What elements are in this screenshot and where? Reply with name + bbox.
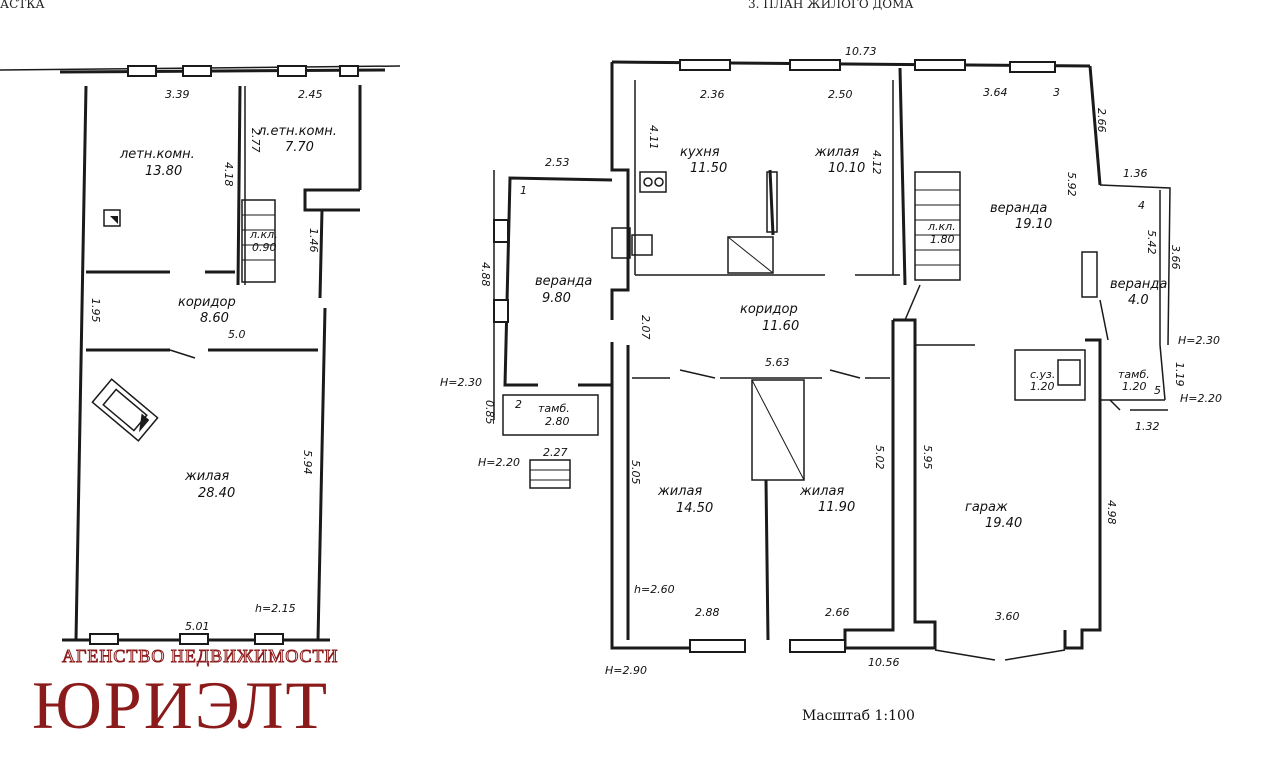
room-name: с.уз. [1030, 368, 1055, 381]
scale-label: Масштаб 1:100 [802, 708, 915, 724]
dimension-label: 5.42 [1145, 230, 1158, 255]
dimension-label: 10.73 [845, 45, 877, 58]
room-area: 28.40 [198, 486, 235, 501]
dimension-label: 2.36 [700, 88, 725, 101]
room-area: 19.10 [1015, 217, 1052, 232]
room-area: 11.50 [690, 161, 727, 176]
dimension-label: 4.88 [479, 262, 492, 287]
room-name: веранда [990, 201, 1047, 216]
dimension-label: 2.66 [825, 606, 850, 619]
dimension-label: 1 [520, 184, 527, 197]
room-name: жилая [657, 484, 702, 499]
room-area: 7.70 [285, 140, 314, 155]
dimension-label: 5.63 [765, 356, 790, 369]
dimension-label: 5.01 [185, 620, 210, 633]
dimension-label: 5 [1154, 384, 1161, 397]
dimension-label: 2.88 [695, 606, 720, 619]
dimension-label: 2.45 [298, 88, 323, 101]
dimension-label: h=2.60 [634, 583, 675, 596]
room-name: коридор [178, 295, 236, 310]
room-area: 1.80 [930, 233, 955, 246]
dimension-label: H=2.90 [605, 664, 647, 677]
dimension-label: 2.66 [1095, 108, 1108, 133]
room-name: веранда [1110, 277, 1167, 292]
dimension-label: 5.94 [301, 450, 314, 475]
room-name: кухня [680, 145, 720, 160]
brand-watermark: АГЕНСТВО НЕДВИЖИМОСТИ ЮРИЭЛТ [32, 646, 339, 744]
dimension-label: 1.32 [1135, 420, 1160, 433]
dimension-label: 5.95 [921, 445, 934, 470]
dimension-label: 2.27 [543, 446, 568, 459]
dimension-label: 3.66 [1169, 245, 1182, 270]
dimension-label: 5.0 [228, 328, 246, 341]
dimension-label: 5.05 [629, 460, 642, 485]
room-area: 2.80 [545, 415, 570, 428]
room-name: коридор [740, 302, 798, 317]
dimension-label: 0.85 [483, 400, 496, 425]
room-labels: летн.комн. 13.80 л.етн.комн. 7.70 л.кл. … [119, 124, 1167, 531]
room-area: 1.20 [1030, 380, 1055, 393]
dimension-label: H=2.30 [1178, 334, 1220, 347]
dimension-label: 5.92 [1065, 172, 1078, 197]
room-area: 9.80 [542, 291, 571, 306]
dimension-label: 1.36 [1123, 167, 1148, 180]
room-area: 0.90 [252, 241, 277, 254]
brand-subtitle: АГЕНСТВО НЕДВИЖИМОСТИ [62, 646, 339, 666]
right-plan [493, 59, 1171, 661]
room-name: жилая [184, 469, 229, 484]
dimension-label: 1.19 [1173, 362, 1186, 387]
room-name: жилая [814, 145, 859, 160]
brand-name: ЮРИЭЛТ [32, 667, 329, 743]
dimension-label: 2.53 [545, 156, 570, 169]
room-area: 10.10 [828, 161, 865, 176]
plan-title: 3. ПЛАН ЖИЛОГО ДОМА [748, 0, 913, 11]
dimension-label: 3.39 [165, 88, 190, 101]
room-name: тамб. [538, 402, 570, 415]
dimension-label: 3.60 [995, 610, 1020, 623]
dimension-label: h=2.15 [255, 602, 296, 615]
dimension-label: 10.56 [868, 656, 900, 669]
room-name: веранда [535, 274, 592, 289]
dimension-label: 2 [515, 398, 522, 411]
dimension-label: H=2.20 [1180, 392, 1222, 405]
dimension-label: 2.77 [249, 128, 262, 153]
room-name: л.етн.комн. [257, 124, 337, 139]
dimension-label: 1.95 [89, 298, 102, 323]
dimension-label: 5.02 [873, 445, 886, 470]
dimension-label: 3 [1053, 86, 1060, 99]
room-area: 11.60 [762, 319, 799, 334]
room-area: 11.90 [818, 500, 855, 515]
room-area: 4.0 [1128, 293, 1149, 308]
room-name: гараж [965, 500, 1008, 515]
room-name: тамб. [1118, 368, 1150, 381]
room-area: 13.80 [145, 164, 182, 179]
dimension-label: 4 [1138, 199, 1145, 212]
room-name: л.кл. [927, 220, 956, 233]
dimension-label: H=2.20 [478, 456, 520, 469]
room-area: 1.20 [1122, 380, 1147, 393]
dimension-label: 2.50 [828, 88, 853, 101]
room-area: 14.50 [676, 501, 713, 516]
dimension-label: 4.12 [870, 150, 883, 175]
room-name: летн.комн. [119, 147, 195, 162]
dimension-labels: 3.39 2.45 4.18 2.77 1.46 1.95 5.0 5.94 5… [89, 45, 1222, 677]
dimension-label: 4.11 [647, 125, 660, 150]
dimension-label: 2.07 [639, 315, 652, 340]
room-name: л.кл. [249, 228, 278, 241]
room-area: 8.60 [200, 311, 229, 326]
room-area: 19.40 [985, 516, 1022, 531]
left-sheet-header: АСТКА [0, 0, 45, 11]
dimension-label: 3.64 [983, 86, 1008, 99]
dimension-label: 1.46 [307, 228, 320, 253]
room-name: жилая [799, 484, 844, 499]
dimension-label: H=2.30 [440, 376, 482, 389]
dimension-label: 4.18 [222, 162, 235, 187]
left-plan [0, 65, 401, 645]
dimension-label: 4.98 [1105, 500, 1118, 525]
